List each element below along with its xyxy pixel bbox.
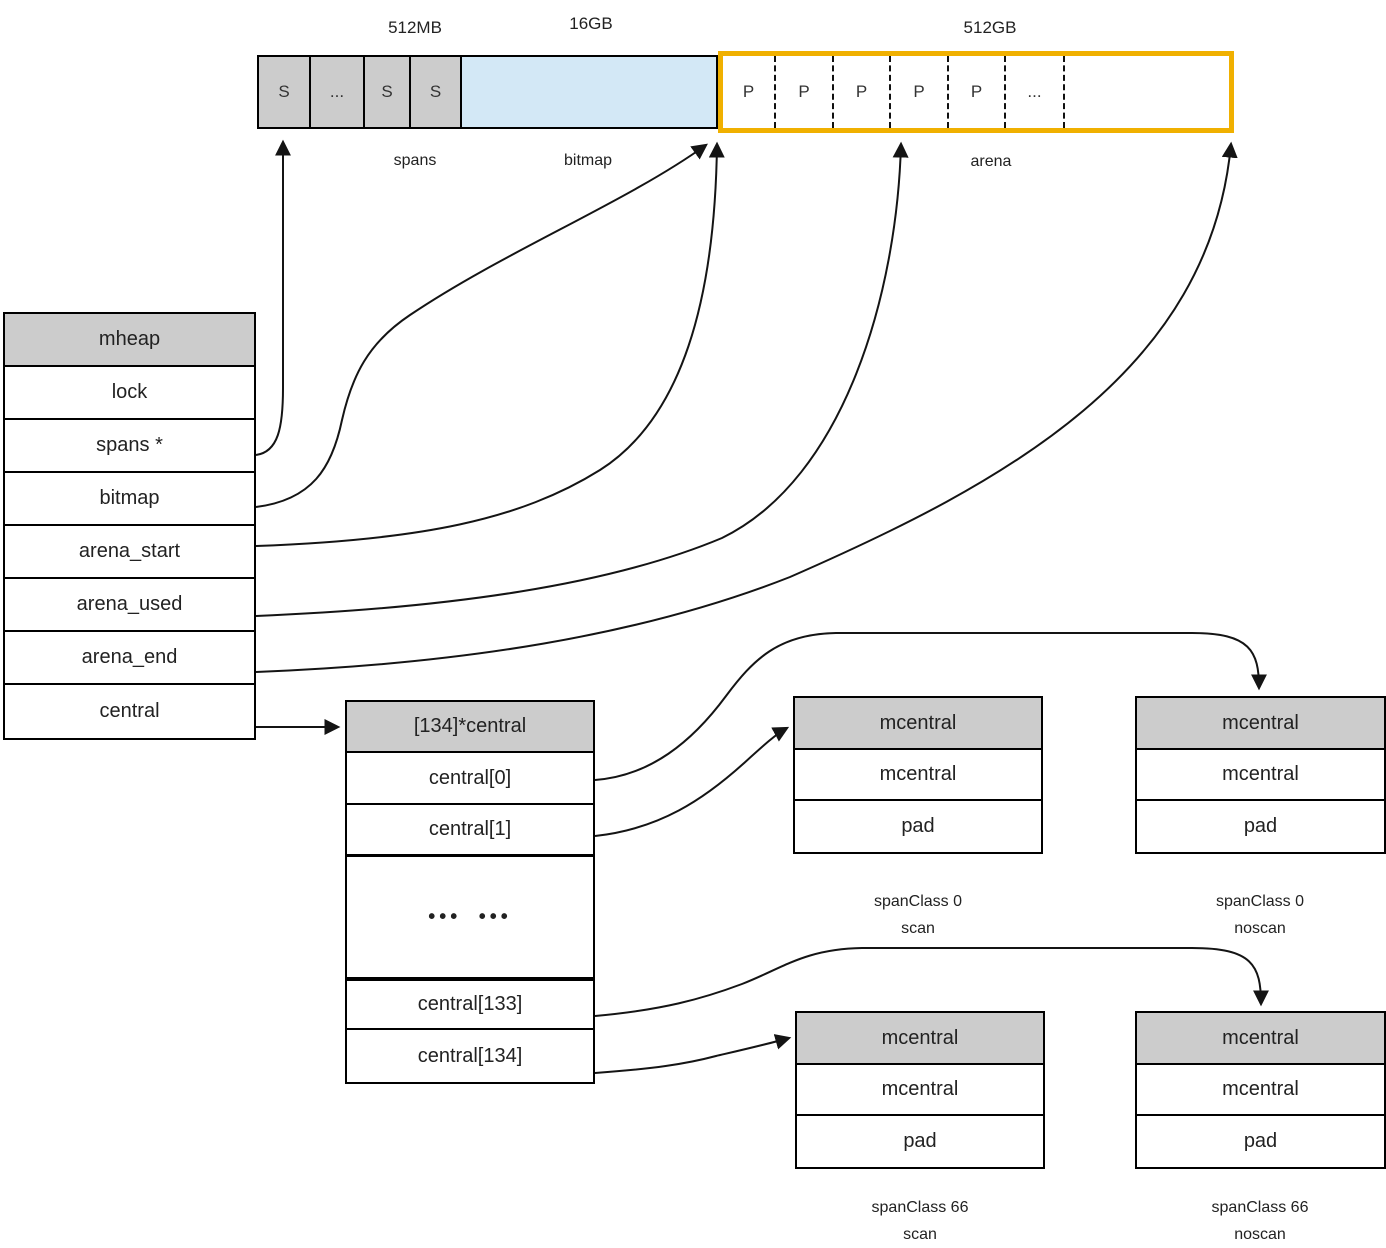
caption-span66-scan: spanClass 66 scan bbox=[810, 1194, 1030, 1248]
mcentral-table-span66-noscan: mcentral mcentral pad bbox=[1135, 1011, 1386, 1169]
mcentral-table-span0-scan: mcentral mcentral pad bbox=[793, 696, 1043, 854]
arrow-arena-start bbox=[255, 141, 725, 547]
central-row-134: central[134] bbox=[417, 1044, 523, 1067]
arrow-arena-used bbox=[255, 141, 909, 617]
central-row-0: central[0] bbox=[347, 753, 593, 805]
arena-page-cell: P bbox=[834, 56, 891, 128]
caption-line: spanClass 0 bbox=[873, 893, 963, 910]
spans-region-label: spans bbox=[393, 152, 437, 169]
caption-line: noscan bbox=[1234, 920, 1286, 937]
mcentral-row: mcentral bbox=[797, 1065, 1043, 1116]
mheap-row-lock: lock bbox=[5, 367, 254, 420]
span-cell-ellipsis: ... bbox=[311, 57, 365, 127]
bitmap-region-label: bitmap bbox=[563, 152, 613, 169]
mheap-row-arena-used: arena_used bbox=[5, 579, 254, 632]
mheap-struct-table: mheap lock spans * bitmap arena_start ar… bbox=[3, 312, 256, 740]
caption-line: spanClass 66 bbox=[871, 1199, 969, 1216]
bitmap-size-label: 16GB bbox=[569, 14, 613, 33]
bitmap-block bbox=[462, 57, 716, 127]
span-cell: S bbox=[365, 57, 411, 127]
arena-page-cell: P bbox=[891, 56, 949, 128]
mcentral-table-span66-scan: mcentral mcentral pad bbox=[795, 1011, 1045, 1169]
arrow-spans-pointer bbox=[255, 139, 291, 456]
caption-line: scan bbox=[901, 920, 935, 937]
mcentral-header: mcentral bbox=[1137, 698, 1384, 750]
mheap-row-arena-start: arena_start bbox=[5, 526, 254, 579]
arrow-central134-to-span66-scan bbox=[594, 1034, 792, 1074]
central-row-133: central[133] bbox=[347, 981, 593, 1030]
arena-page-cell-ellipsis: ... bbox=[1006, 56, 1065, 128]
arena-empty-cell bbox=[1065, 56, 1229, 128]
pad-row: pad bbox=[1243, 815, 1278, 837]
arrow-arena-end bbox=[255, 141, 1238, 673]
caption-line: scan bbox=[903, 1226, 937, 1243]
arena-page-cell: P bbox=[723, 56, 776, 128]
span-cell: S bbox=[259, 57, 311, 127]
pad-row: pad bbox=[1243, 1130, 1278, 1152]
central-rows-ellipsis: ••• ••• bbox=[347, 857, 593, 981]
arrow-central1-to-span0-scan bbox=[594, 726, 790, 837]
mheap-row-spans: spans * bbox=[5, 420, 254, 473]
arena-size-label: 512GB bbox=[963, 18, 1017, 37]
central-array-table: [134]*central central[0] central[1] ••• … bbox=[345, 700, 595, 1084]
mheap-row-bitmap: bitmap bbox=[5, 473, 254, 526]
mcentral-row: mcentral bbox=[795, 750, 1041, 801]
caption-span66-noscan: spanClass 66 noscan bbox=[1150, 1194, 1370, 1248]
arena-page-cell: P bbox=[776, 56, 834, 128]
mcentral-header: mcentral bbox=[795, 698, 1041, 750]
caption-span0-noscan: spanClass 0 noscan bbox=[1150, 888, 1370, 942]
memory-bar: S ... S S bbox=[257, 55, 718, 129]
spans-size-label: 512MB bbox=[388, 18, 442, 37]
mcentral-row: mcentral bbox=[1137, 1065, 1384, 1116]
span-cell: S bbox=[411, 57, 462, 127]
caption-line: noscan bbox=[1234, 1226, 1286, 1243]
mcentral-row: mcentral bbox=[1137, 750, 1384, 801]
central-array-header: [134]*central bbox=[347, 702, 593, 753]
arena-page-cell: P bbox=[949, 56, 1006, 128]
mheap-table-header: mheap bbox=[5, 314, 254, 367]
pad-row: pad bbox=[903, 1130, 937, 1152]
arrow-bitmap-pointer bbox=[255, 143, 708, 508]
arena-region-label: arena bbox=[970, 153, 1012, 170]
pad-row: pad bbox=[901, 815, 935, 837]
mcentral-header: mcentral bbox=[1137, 1013, 1384, 1065]
caption-span0-scan: spanClass 0 scan bbox=[808, 888, 1028, 942]
mheap-row-arena-end: arena_end bbox=[5, 632, 254, 685]
mcentral-table-span0-noscan: mcentral mcentral pad bbox=[1135, 696, 1386, 854]
central-row-1: central[1] bbox=[347, 805, 593, 857]
caption-line: spanClass 66 bbox=[1211, 1199, 1309, 1216]
caption-line: spanClass 0 bbox=[1215, 893, 1305, 910]
mheap-row-central: central bbox=[99, 700, 160, 722]
arrow-central133-to-span66-noscan bbox=[594, 947, 1269, 1017]
mcentral-header: mcentral bbox=[797, 1013, 1043, 1065]
arena-block: P P P P P ... bbox=[718, 51, 1234, 133]
